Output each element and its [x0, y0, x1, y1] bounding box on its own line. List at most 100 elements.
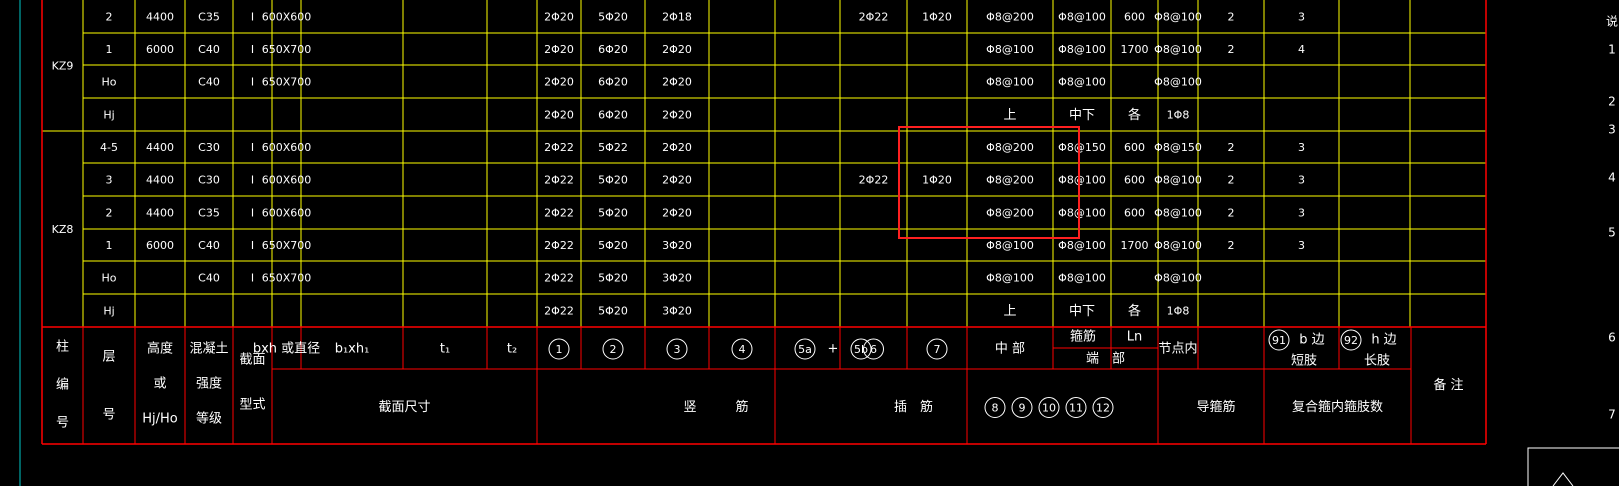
leg-91-label: 91 [1272, 334, 1286, 347]
table-cell: 3 [1298, 141, 1305, 154]
table-cell: Φ8@100 [1154, 43, 1202, 56]
table-cell: Φ8@100 [1154, 76, 1202, 89]
table-cell: 5Φ20 [598, 239, 628, 252]
header-b-side: b 边 [1299, 333, 1324, 348]
table-cell: 600 [1124, 11, 1145, 24]
leg-91-circle [1268, 329, 1290, 351]
table-cell: 2Φ22 [544, 174, 574, 187]
table-cell: 5Φ20 [598, 11, 628, 24]
bar-1-label: 1 [556, 343, 563, 356]
header-t2: t₂ [507, 342, 517, 357]
table-cell: 650X700 [262, 239, 312, 252]
table-cell: Hj [103, 305, 114, 318]
table-cell: 4400 [146, 141, 174, 154]
table-cell: 2Φ20 [544, 76, 574, 89]
header-joint: 节点内 [1158, 341, 1197, 357]
bar-2-label: 2 [610, 343, 617, 356]
side-note-number: 3 [1608, 123, 1616, 137]
table-cell: 2Φ20 [662, 43, 692, 56]
table-cell: Φ8@100 [1058, 272, 1106, 285]
bar-6-label: 6 [870, 343, 877, 356]
table-cell: Φ8@100 [986, 239, 1034, 252]
header-composite: 复合箍内箍肢数 [1292, 399, 1383, 415]
header-end: 端 部 [1086, 352, 1125, 367]
table-cell: C30 [198, 174, 220, 187]
table-cell: 3 [1298, 174, 1305, 187]
table-cell: 4 [1298, 43, 1305, 56]
header-b1xh1: b₁xh₁ [335, 342, 370, 357]
bar-6-circle [863, 338, 884, 360]
table-cell: Φ8@150 [1154, 141, 1202, 154]
table-cell: Ho [101, 272, 116, 285]
header-long-leg: 长肢 [1364, 353, 1390, 369]
side-note-number: 7 [1608, 408, 1616, 422]
table-cell: 1700 [1121, 239, 1149, 252]
table-cell: I [251, 239, 254, 252]
table-cell: Hj [103, 109, 114, 122]
selection-rectangle[interactable] [898, 126, 1080, 239]
table-cell: 600 [1124, 141, 1145, 154]
stirrup-9-circle [1011, 397, 1033, 418]
stirrup-11-label: 11 [1069, 402, 1083, 415]
header-bxh: bxh 或直径 [253, 342, 320, 357]
table-cell: 2Φ22 [544, 239, 574, 252]
header-height: 或 [153, 377, 166, 392]
table-cell: 2Φ20 [544, 43, 574, 56]
header-concrete: 混凝土 [189, 341, 228, 357]
table-cell: 3 [1298, 11, 1305, 24]
table-cell: Φ8@100 [1154, 207, 1202, 220]
side-note-number: 说 [1606, 14, 1618, 29]
table-cell: 2 [1228, 174, 1235, 187]
header-guide-bar: 导箍筋 [1196, 399, 1235, 415]
table-cell: 6Φ20 [598, 109, 628, 122]
table-cell: 600 [1124, 174, 1145, 187]
header-col-id: 号 [56, 416, 69, 431]
table-cell: 3 [1298, 207, 1305, 220]
header-inserted-bars: 插 筋 [894, 399, 933, 415]
header-height: Hj/Ho [142, 412, 178, 427]
stirrup-12-label: 12 [1096, 402, 1110, 415]
table-cell: C40 [198, 76, 220, 89]
table-cell: 600X600 [262, 11, 312, 24]
table-cell: I [251, 272, 254, 285]
bar-3-label: 3 [674, 343, 681, 356]
side-note-number: 5 [1608, 226, 1616, 240]
table-cell: 1Φ8 [1167, 109, 1190, 122]
table-cell: 1Φ20 [922, 11, 952, 24]
corner-box [1527, 447, 1619, 486]
bar-1-circle [548, 338, 570, 360]
table-cell: C40 [198, 43, 220, 56]
leg-92-label: 92 [1344, 334, 1358, 347]
table-cell: 650X700 [262, 76, 312, 89]
header-col-id: 柱 [56, 340, 69, 355]
table-cell: I [251, 11, 254, 24]
stirrup-10-circle [1038, 397, 1060, 418]
table-cell: 5Φ20 [598, 305, 628, 318]
table-cell: 650X700 [262, 272, 312, 285]
table-cell: 3Φ20 [662, 305, 692, 318]
table-cell: Ho [101, 76, 116, 89]
header-section-type: 型式 [239, 398, 265, 413]
bar-4-circle [731, 338, 753, 360]
table-cell: C40 [198, 272, 220, 285]
table-cell: Φ8@200 [986, 11, 1034, 24]
table-cell: Φ8@100 [1058, 76, 1106, 89]
stirrup-8-circle [984, 397, 1006, 418]
table-cell: 2 [1228, 207, 1235, 220]
bar-2-circle [602, 338, 624, 360]
table-cell: I [251, 76, 254, 89]
bar-5a-label: 5a [798, 343, 812, 356]
bar-7-circle [926, 338, 948, 360]
side-note-number: 2 [1608, 95, 1616, 109]
table-cell: Φ8@100 [1058, 239, 1106, 252]
table-cell: 2Φ18 [662, 11, 692, 24]
table-cell: 2Φ20 [662, 141, 692, 154]
table-cell: 4400 [146, 11, 174, 24]
header-h-side: h 边 [1371, 333, 1396, 348]
side-note-number: 4 [1608, 171, 1616, 185]
table-cell: 中下 [1069, 304, 1095, 319]
header-stirrup: 箍筋 [1070, 329, 1096, 345]
group-label: KZ8 [52, 223, 74, 236]
table-cell: 1Φ8 [1167, 305, 1190, 318]
